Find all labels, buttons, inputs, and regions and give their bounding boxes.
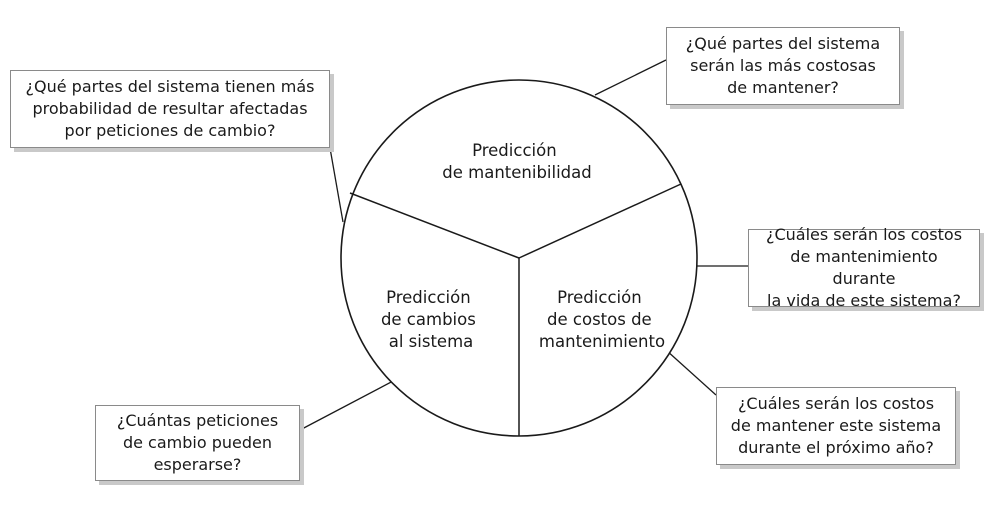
connector-top-left: [329, 147, 344, 223]
callout-costly-parts-text: ¿Qué partes del sistema serán las más co…: [685, 34, 881, 97]
callout-lifetime-costs-text: ¿Cuáles serán los costos de mantenimient…: [765, 225, 963, 310]
callout-lifetime-costs: ¿Cuáles serán los costos de mantenimient…: [748, 225, 980, 310]
divider-left: [349, 192, 520, 259]
segment-left-label: Predicción de cambios al sistema: [381, 288, 481, 351]
connector-bottom-left: [299, 379, 396, 431]
connector-bottom-right: [665, 349, 717, 396]
callout-next-year-costs-text: ¿Cuáles serán los costos de mantener est…: [730, 394, 942, 457]
callout-affected-parts: ¿Qué partes del sistema tienen más proba…: [10, 70, 330, 148]
callout-affected-parts-text: ¿Qué partes del sistema tienen más proba…: [25, 77, 315, 140]
callout-change-requests: ¿Cuántas peticiones de cambio pueden esp…: [95, 405, 300, 481]
callout-costly-parts: ¿Qué partes del sistema serán las más co…: [666, 27, 900, 105]
divider-right: [518, 183, 682, 259]
segment-right-label: Predicción de costos de mantenimiento: [539, 288, 665, 351]
callout-change-requests-text: ¿Cuántas peticiones de cambio pueden esp…: [116, 411, 279, 474]
segment-top-label: Predicción de mantenibilidad: [442, 141, 591, 182]
callout-next-year-costs: ¿Cuáles serán los costos de mantener est…: [716, 387, 956, 465]
connector-top-right: [594, 59, 667, 96]
